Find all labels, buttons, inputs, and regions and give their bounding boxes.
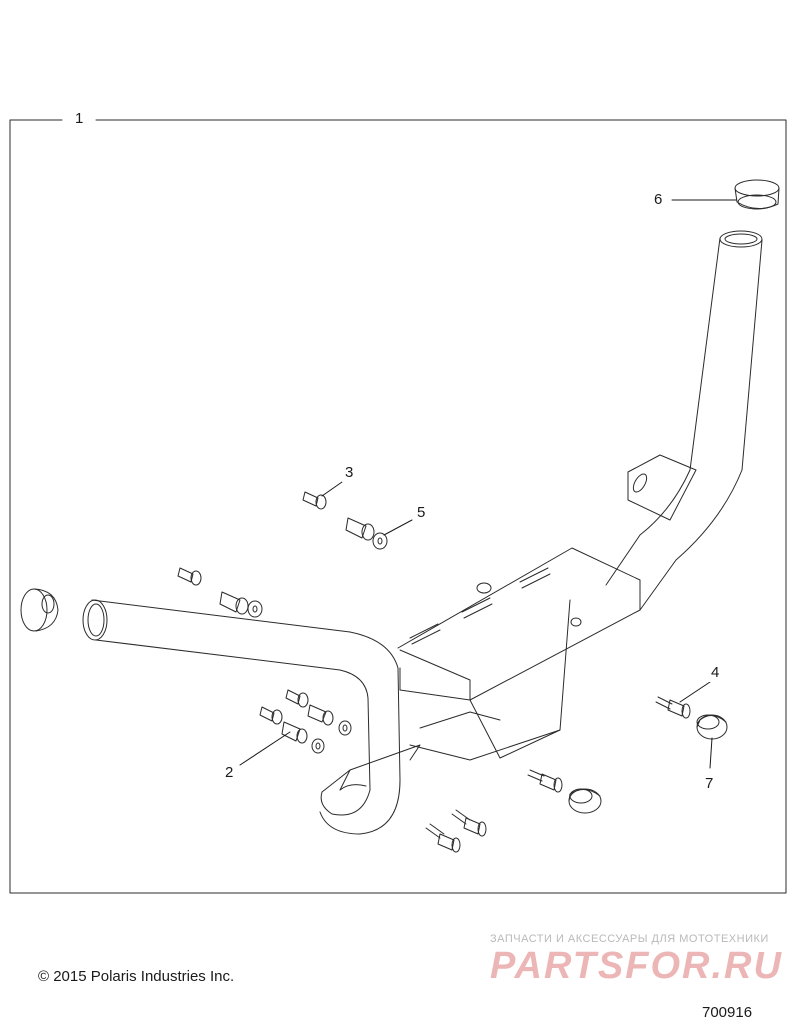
callout-7: 7: [702, 775, 717, 793]
document-number: 700916: [702, 1004, 753, 1021]
callout-3: 3: [342, 464, 357, 482]
flange-bolt: [655, 696, 691, 719]
mounting-bracket: [339, 547, 641, 791]
bumper-tube: [82, 230, 763, 835]
flange-bolt: [425, 823, 461, 853]
end-cap-small-7: [696, 714, 728, 740]
callout-4: 4: [708, 664, 723, 682]
rivet: [302, 491, 327, 510]
callout-6: 6: [651, 191, 666, 209]
watermark-tagline: ЗАПЧАСТИ И АКСЕССУАРЫ ДЛЯ МОТОТЕХНИКИ: [490, 933, 769, 945]
flange-bolt: [451, 809, 487, 837]
rivet: [177, 567, 202, 586]
nut-with-washer: [345, 517, 388, 550]
rivet: [259, 706, 283, 725]
assembly-frame: [9, 119, 787, 894]
leader-lines: [239, 199, 737, 769]
callout-1: 1: [72, 110, 87, 128]
nut-with-washer: [307, 704, 352, 736]
rivet: [285, 689, 309, 708]
callout-2: 2: [222, 764, 237, 782]
copyright-notice: © 2015 Polaris Industries Inc.: [38, 968, 235, 985]
end-cap-left: [20, 588, 59, 632]
end-cap-large: [734, 179, 780, 210]
flange-bolt: [527, 769, 563, 793]
watermark-logo: PARTSFOR.RU: [490, 945, 783, 987]
end-cap-small-b: [568, 788, 602, 814]
nut-with-washer: [281, 721, 325, 754]
nut-with-washer: [219, 591, 263, 618]
callout-5: 5: [414, 504, 429, 522]
